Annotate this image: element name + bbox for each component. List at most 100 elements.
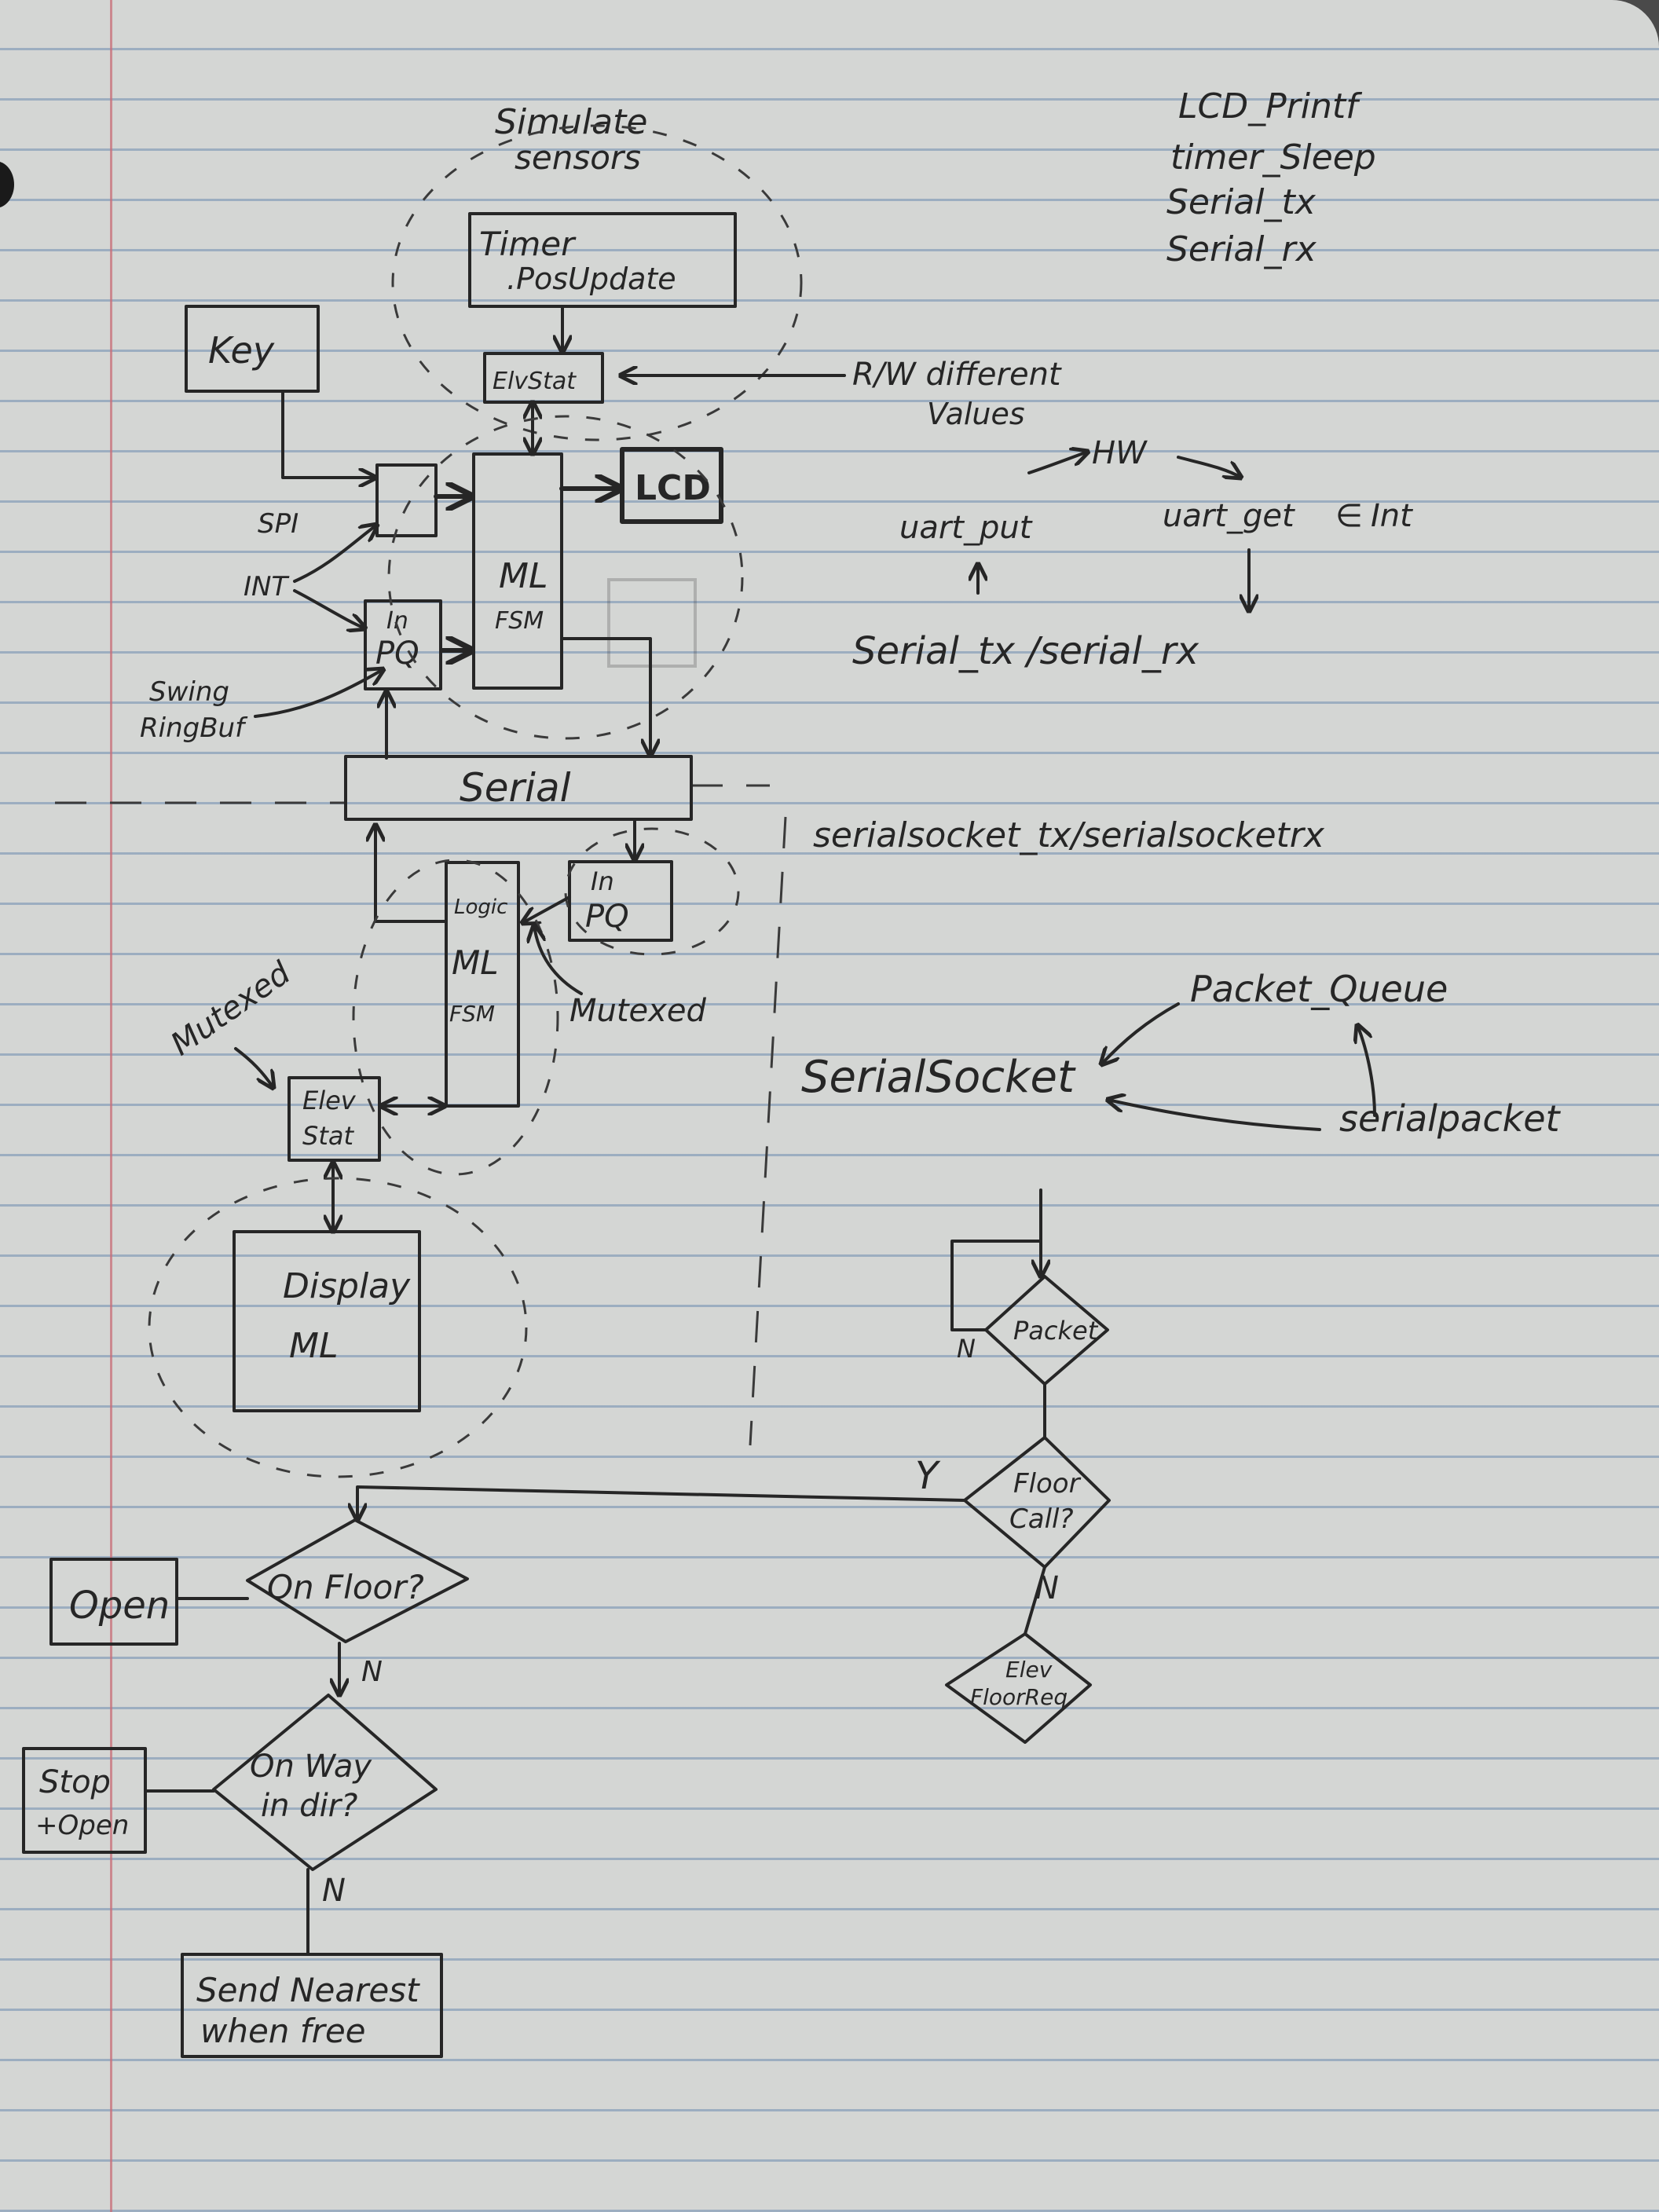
logic-ml-box: Logic ML FSM [445, 861, 520, 1108]
swing-line1: Swing [149, 676, 229, 708]
note-lcd-printf: LCD_Printf [1178, 86, 1363, 126]
bottom-pq-label-2: PQ [585, 899, 629, 935]
stop-open-box [22, 1747, 147, 1854]
display-label-1: Display [283, 1266, 411, 1306]
send-nearest-box [181, 1953, 443, 2058]
floor-call-label-1: Floor [1013, 1468, 1082, 1500]
mutexed-left-arrow [234, 1047, 273, 1088]
top-pq-box: In PQ [364, 599, 442, 690]
punch-hole [0, 161, 14, 208]
swing-arrow [254, 669, 383, 718]
yes-to-on-floor-arrow [357, 1485, 966, 1520]
element-of-symbol: ∈ [1335, 498, 1363, 534]
elev-floor-req-decision [945, 1632, 1092, 1744]
floor-call-decision [963, 1436, 1111, 1569]
key-to-spi-arrow [281, 390, 375, 478]
bottom-pq-cluster [564, 827, 740, 956]
send-nearest-label-2: when free [200, 2012, 366, 2050]
pq-to-logic-arrow [522, 895, 571, 923]
mutexed-right-label: Mutexed [569, 993, 706, 1029]
mutexed-right-arrow [534, 925, 583, 995]
rw-note-line2: Values [927, 397, 1025, 431]
note-timer-sleep: timer_Sleep [1170, 137, 1376, 178]
rw-note: R/W different Values [852, 357, 1062, 431]
on-way-label-1: On Way [250, 1749, 372, 1785]
top-ml-box: ML FSM [472, 452, 563, 690]
serial-label: Serial [460, 765, 571, 811]
uart-int: Int [1371, 498, 1413, 534]
floor-call-label-2: Call? [1009, 1503, 1074, 1535]
logic-ml-label: ML [452, 943, 499, 982]
note-serial-tx: Serial_tx [1166, 182, 1317, 222]
serial-socket-label: SerialSocket [801, 1052, 1076, 1103]
put-to-hw-arrow [1027, 452, 1088, 474]
top-ml-cluster [387, 415, 744, 740]
top-fsm-label: FSM [495, 607, 544, 635]
uart-hw: HW [1092, 435, 1148, 471]
int-to-spi-arrow [293, 525, 377, 583]
note-serial-rx: Serial_rx [1166, 229, 1317, 269]
right-flowchart: Packet N Floor Call? Y N Elev FloorReq [357, 1188, 1111, 1744]
sim-sensors-group: Simulate sensors [391, 102, 803, 441]
top-pq-label-2: PQ [375, 635, 419, 672]
on-floor-label: On Floor? [267, 1568, 424, 1606]
display-cluster [148, 1177, 528, 1478]
elevstat-top-label: ElvStat [493, 368, 577, 395]
packet-to-queue-arrow [1357, 1025, 1376, 1117]
stop-open-label-2: +Open [35, 1810, 129, 1841]
elev-floor-req-label-1: Elev [1005, 1657, 1053, 1683]
uart-notes: HW uart_put uart_get ∈ Int Serial_tx /se… [852, 435, 1413, 673]
spi-box [375, 463, 438, 537]
logic-label: Logic [454, 895, 507, 919]
on-floor-decision [246, 1518, 469, 1643]
uart-put: uart_put [899, 510, 1033, 546]
uart-get: uart_get [1163, 498, 1295, 534]
int-label: INT [244, 571, 289, 602]
key-label: Key [208, 329, 275, 372]
queue-to-socket-arrow [1101, 1002, 1180, 1064]
ml-to-serial-arrow [560, 637, 650, 756]
sim-sensors-line2: sensors [515, 138, 641, 177]
mutexed-left-label: Mutexed [164, 954, 297, 1063]
elev-stat-label-2: Stat [302, 1121, 354, 1151]
margin-line [110, 0, 112, 2212]
bottom-pq-label-1: In [591, 866, 614, 896]
lcd-box: LCD [620, 447, 723, 524]
sim-sensors-cluster [391, 124, 803, 441]
serial-box: Serial [344, 755, 693, 821]
packet-no-label: N [957, 1334, 976, 1364]
timer-label-1: Timer [479, 225, 577, 263]
display-label-2: ML [289, 1326, 338, 1366]
top-pq-label-1: In [386, 607, 408, 635]
serialsocket-pair: serialsocket_tx/serialsocketrx [813, 815, 1325, 855]
send-nearest-label-1: Send Nearest [196, 1971, 420, 2009]
swing-line2: RingBuf [140, 712, 248, 744]
open-box [49, 1558, 178, 1646]
swing-ringbuf-label: Swing RingBuf [140, 676, 248, 744]
top-ml-label: ML [499, 556, 548, 596]
bottom-pq-box: In PQ [568, 860, 673, 942]
logic-to-serial-arrow [375, 825, 448, 923]
packet-label: Packet [1013, 1316, 1099, 1346]
floor-call-yes-label: Y [915, 1454, 941, 1498]
open-label: Open [69, 1584, 170, 1628]
serial-tx-rx-pair: Serial_tx /serial_rx [852, 629, 1199, 673]
sim-sensors-line1: Simulate [495, 102, 647, 142]
floor-call-no-line [1024, 1566, 1046, 1635]
hw-to-get-arrow [1177, 456, 1241, 478]
elev-floor-req-label-2: FloorReq [970, 1684, 1068, 1710]
timer-box: Timer .PosUpdate [468, 212, 737, 308]
logic-fsm-label: FSM [449, 1001, 495, 1027]
rw-note-line1: R/W different [852, 357, 1062, 393]
serial-packet-label: serialpacket [1339, 1097, 1562, 1140]
elev-stat-label-1: Elev [302, 1086, 357, 1115]
key-box: Key [185, 305, 320, 393]
packet-queue-label: Packet_Queue [1190, 968, 1448, 1010]
elevstat-top-box: ElvStat [483, 352, 604, 404]
left-flowchart: On Floor? Open N On Way in dir? Stop +Op… [22, 1518, 469, 2058]
on-floor-no-label: N [361, 1656, 383, 1688]
spi-label: SPI [258, 508, 298, 540]
on-way-decision [212, 1694, 438, 1871]
